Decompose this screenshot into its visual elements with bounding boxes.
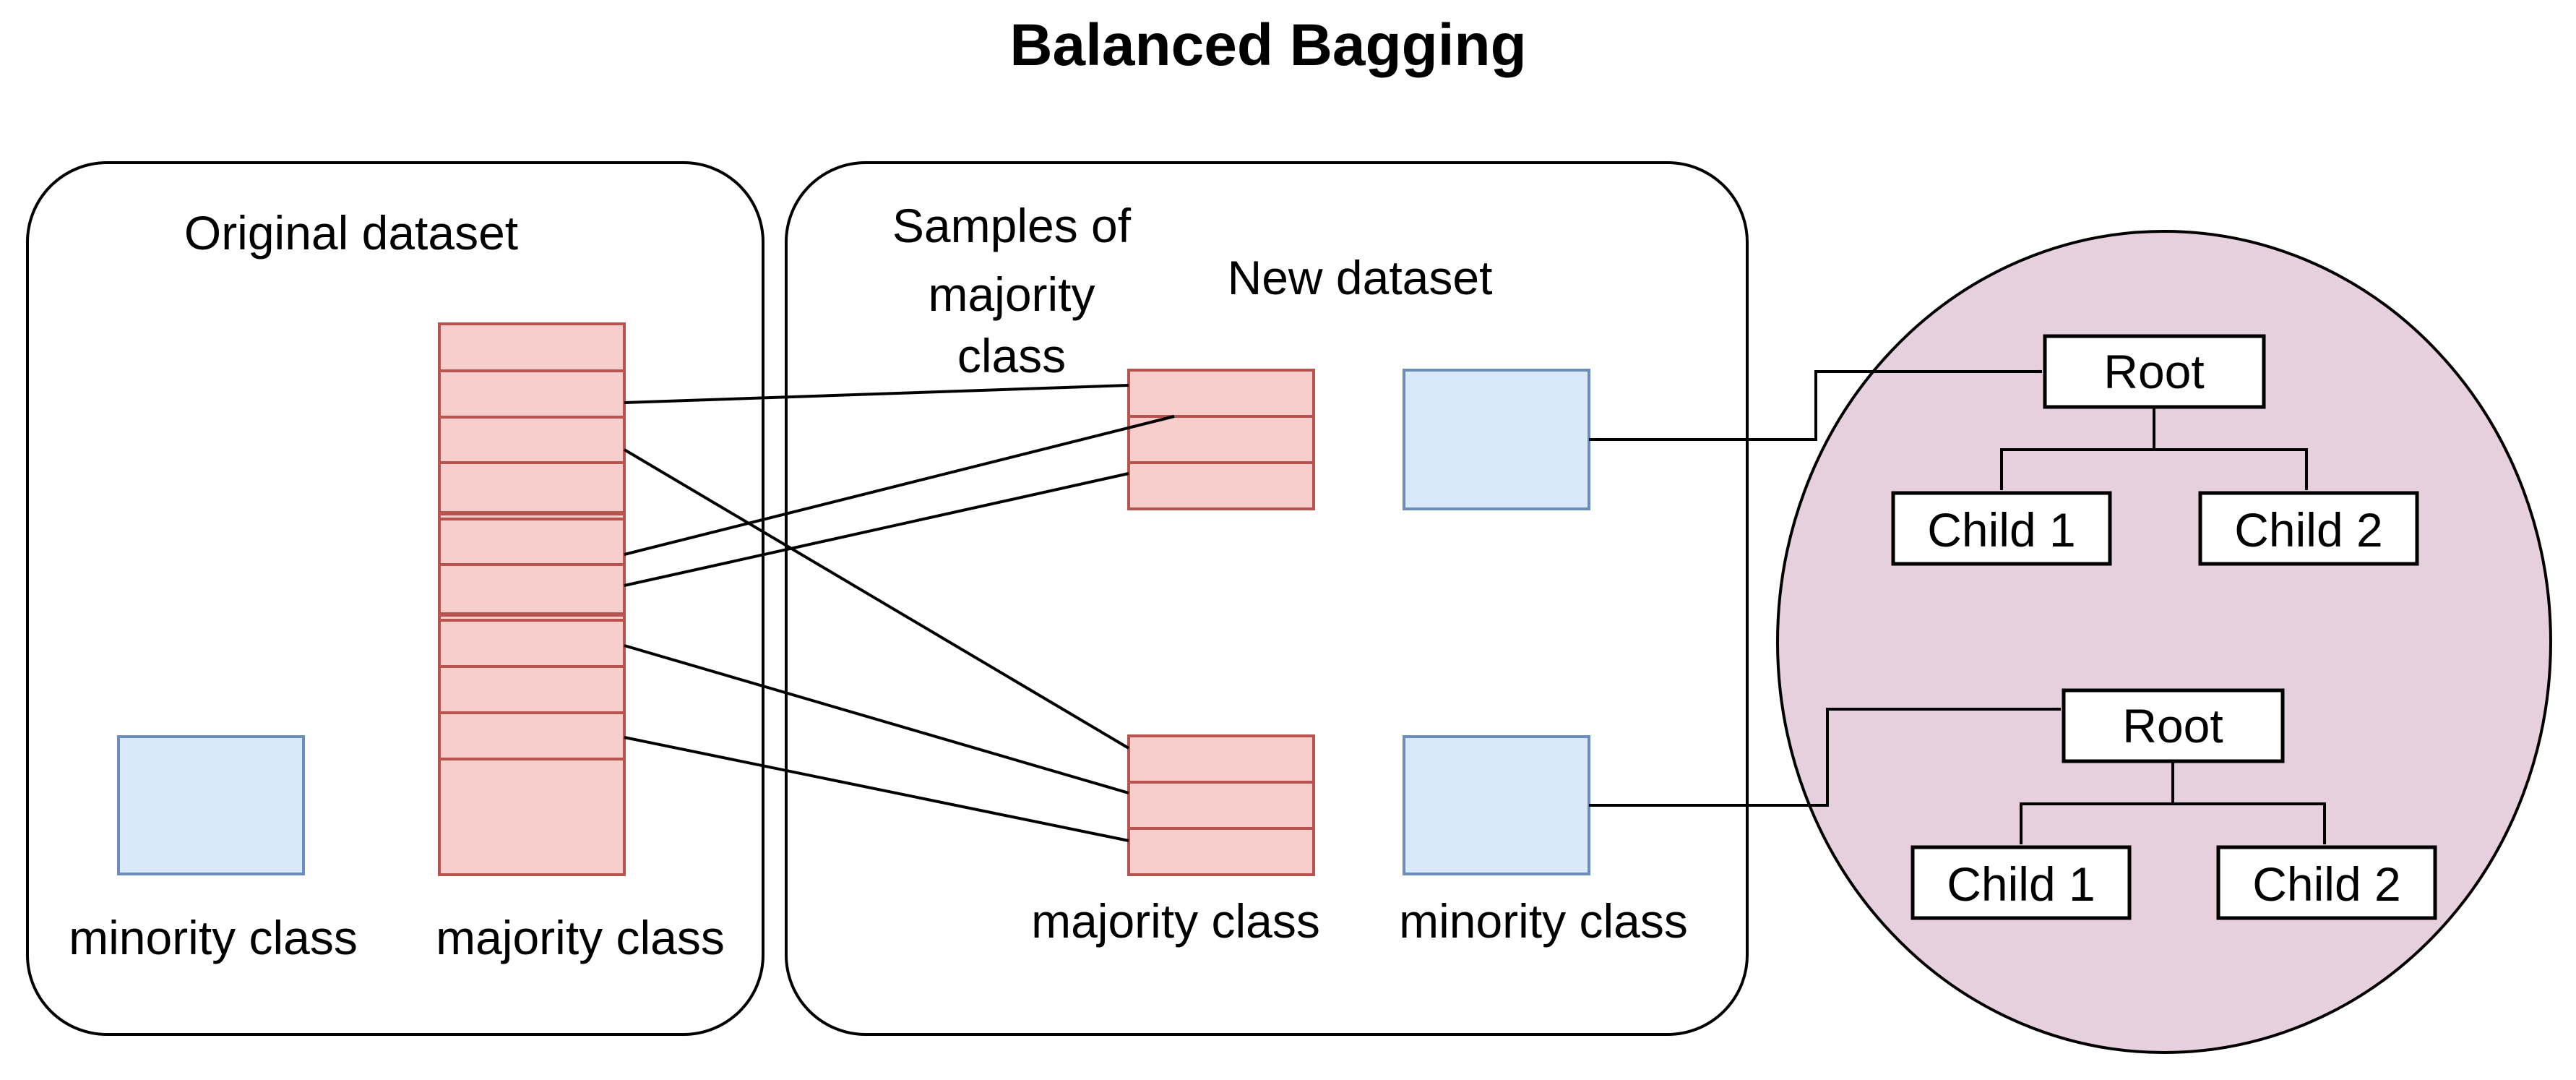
new-majority-stack-bottom [1127,734,1315,876]
new-majority-label: majority class [1031,894,1320,948]
tree-2-root-node [2062,688,2285,763]
tree-1-child-1-node [1891,491,2112,566]
new-minority-box-top [1403,369,1590,510]
tree-1-root-node [2043,334,2266,409]
decision-tree-2: Root Child 1 Child 2 [1911,688,2437,920]
decision-tree-1: Root Child 1 Child 2 [1891,334,2419,566]
tree-2-child-1-node [1911,845,2132,920]
original-majority-label: majority class [436,911,725,964]
new-dataset-heading: New dataset [1228,251,1493,304]
new-majority-stack-top [1127,369,1315,510]
original-dataset-heading: Original dataset [184,206,518,260]
tree-2-root-label: Root [2122,699,2223,753]
diagram-title: Balanced Bagging [1009,12,1526,78]
original-minority-label: minority class [69,911,358,964]
tree-2-child-1-label: Child 1 [1947,857,2095,911]
tree-1-child-2-node [2198,491,2419,566]
samples-label-line-2: majority [928,267,1095,321]
new-minority-box-bottom [1403,735,1590,875]
tree-1-child-1-label: Child 1 [1927,503,2075,557]
sampling-lines [623,384,1175,842]
tree-1-child-2-label: Child 2 [2234,503,2382,557]
original-dataset-panel [26,161,764,1036]
original-majority-stack [438,322,626,876]
tree-1-root-label: Root [2103,345,2204,398]
connector-to-tree-2 [1589,707,2062,807]
tree-2-child-2-label: Child 2 [2252,857,2400,911]
original-minority-box [117,735,305,875]
connector-to-tree-1 [1589,369,2043,441]
tree-2-child-2-node [2216,845,2437,920]
samples-label-line-1: Samples of [892,199,1132,252]
samples-label-line-3: class [957,329,1066,382]
new-minority-label: minority class [1399,894,1688,948]
